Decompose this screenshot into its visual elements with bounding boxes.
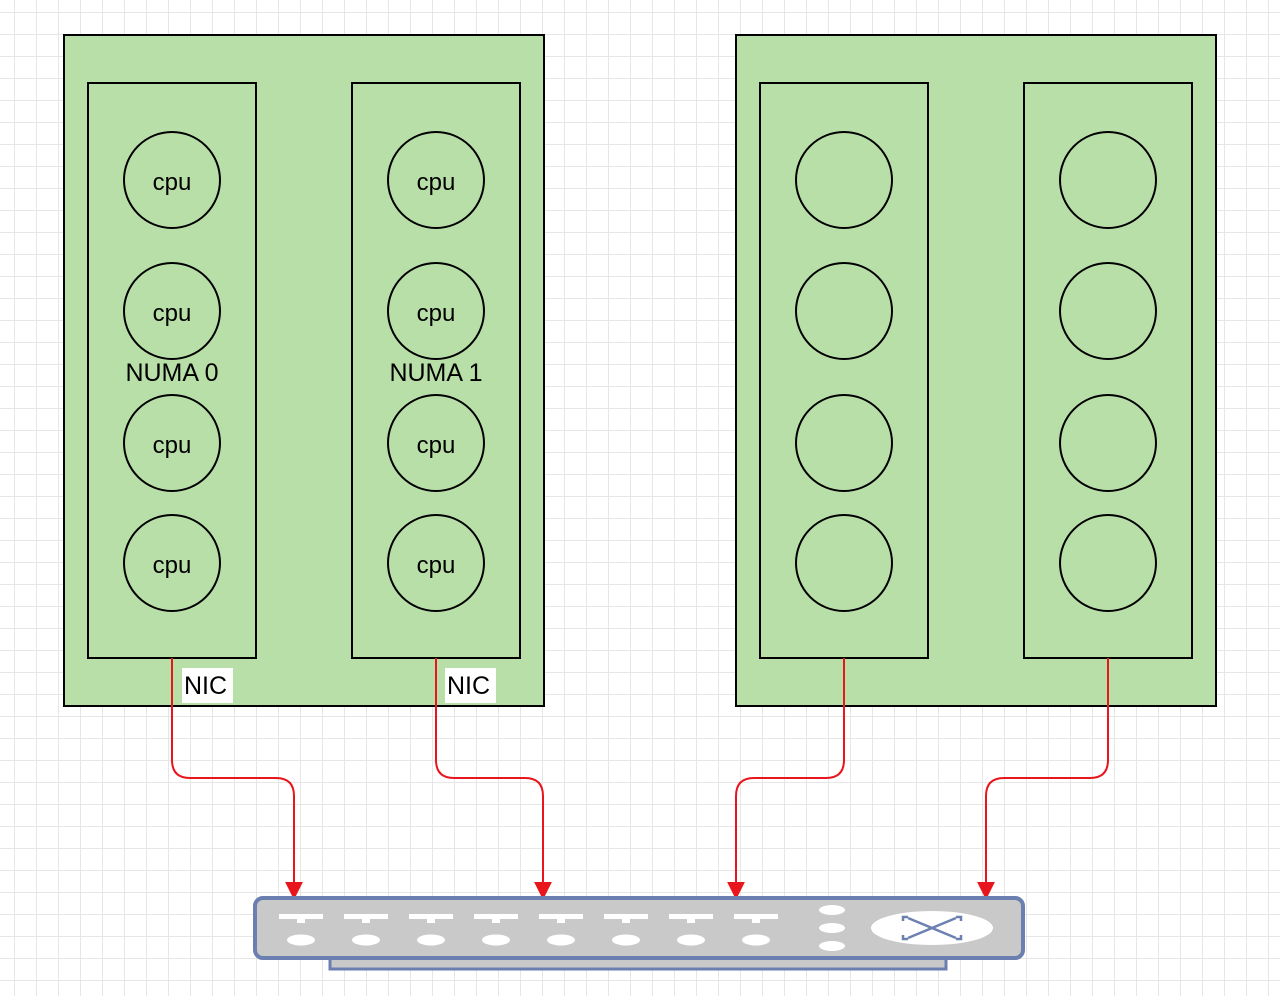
cpu-label: cpu xyxy=(153,300,192,327)
cpu-label: cpu xyxy=(417,432,456,459)
switch-port-tab xyxy=(622,918,630,923)
cpu-core-icon xyxy=(387,131,485,229)
server-2 xyxy=(735,34,1217,707)
switch-port-led xyxy=(417,934,445,946)
numa-label: NUMA 1 xyxy=(389,359,482,387)
nic-label: NIC xyxy=(447,672,490,700)
network-switch-icon xyxy=(253,896,1025,971)
switch-port-tab xyxy=(427,918,435,923)
switch-port-led xyxy=(742,934,770,946)
switch-port-slot xyxy=(279,914,323,919)
cpu-core-icon xyxy=(387,394,485,492)
cpu-core-icon xyxy=(387,262,485,360)
cpu-core-icon xyxy=(795,262,893,360)
numa-label: NUMA 0 xyxy=(125,359,218,387)
switch-port-slot xyxy=(474,914,518,919)
cpu-core-icon xyxy=(795,131,893,229)
switch-port-slot xyxy=(604,914,648,919)
switch-port-tab xyxy=(297,918,305,923)
nic-label-numa-1: NIC xyxy=(445,668,496,703)
switch-port-tab xyxy=(557,918,565,923)
numa-node-1 xyxy=(1023,82,1193,659)
cpu-core-icon xyxy=(1059,514,1157,612)
led-dot xyxy=(819,941,845,951)
switch-status-leds xyxy=(819,905,845,951)
switch-port-tab xyxy=(492,918,500,923)
switch-port-tab xyxy=(362,918,370,923)
cpu-label: cpu xyxy=(153,432,192,459)
switch-port-tab xyxy=(752,918,760,923)
cpu-label: cpu xyxy=(417,552,456,579)
cpu-core-icon xyxy=(123,394,221,492)
numa-node-0: cpu cpu cpu cpu NUMA 0 xyxy=(87,82,257,659)
numa-node-0 xyxy=(759,82,929,659)
cpu-core-icon xyxy=(123,131,221,229)
cpu-label: cpu xyxy=(153,552,192,579)
link-server2-numa1-to-switch xyxy=(977,658,1109,900)
link-server2-numa0-to-switch xyxy=(727,658,845,900)
switch-port-slot xyxy=(734,914,778,919)
nic-label-numa-0: NIC xyxy=(182,668,233,703)
cpu-core-icon xyxy=(123,514,221,612)
cpu-core-icon xyxy=(123,262,221,360)
cpu-label: cpu xyxy=(417,169,456,196)
nic-label: NIC xyxy=(184,672,227,700)
network-links xyxy=(171,658,1109,900)
switch-port-slot xyxy=(409,914,453,919)
cpu-core-icon xyxy=(795,394,893,492)
switch-port-tab xyxy=(687,918,695,923)
led-dot xyxy=(819,923,845,933)
switch-port-led xyxy=(482,934,510,946)
cpu-core-icon xyxy=(795,514,893,612)
numa-node-1: cpu cpu cpu cpu NUMA 1 xyxy=(351,82,521,659)
switch-port-led xyxy=(287,934,315,946)
cpu-label: cpu xyxy=(153,169,192,196)
switch-ports xyxy=(279,914,778,946)
switch-port-led xyxy=(352,934,380,946)
cpu-core-icon xyxy=(1059,262,1157,360)
switch-port-slot xyxy=(344,914,388,919)
nic-label-bg xyxy=(445,668,496,703)
link-numa0-to-switch xyxy=(171,658,303,900)
switch-port-slot xyxy=(539,914,583,919)
nic-label-bg xyxy=(182,668,233,703)
cpu-core-icon xyxy=(1059,394,1157,492)
switch-port-slot xyxy=(669,914,713,919)
cpu-core-icon xyxy=(1059,131,1157,229)
cpu-core-icon xyxy=(387,514,485,612)
server-1: cpu cpu cpu cpu NUMA 0 cpu cpu cpu cpu N… xyxy=(63,34,545,707)
switch-port-led xyxy=(547,934,575,946)
switch-port-led xyxy=(612,934,640,946)
led-dot xyxy=(819,905,845,915)
switch-crossover-icon xyxy=(871,911,993,945)
link-numa1-to-switch xyxy=(435,658,552,900)
switch-port-led xyxy=(677,934,705,946)
cpu-label: cpu xyxy=(417,300,456,327)
